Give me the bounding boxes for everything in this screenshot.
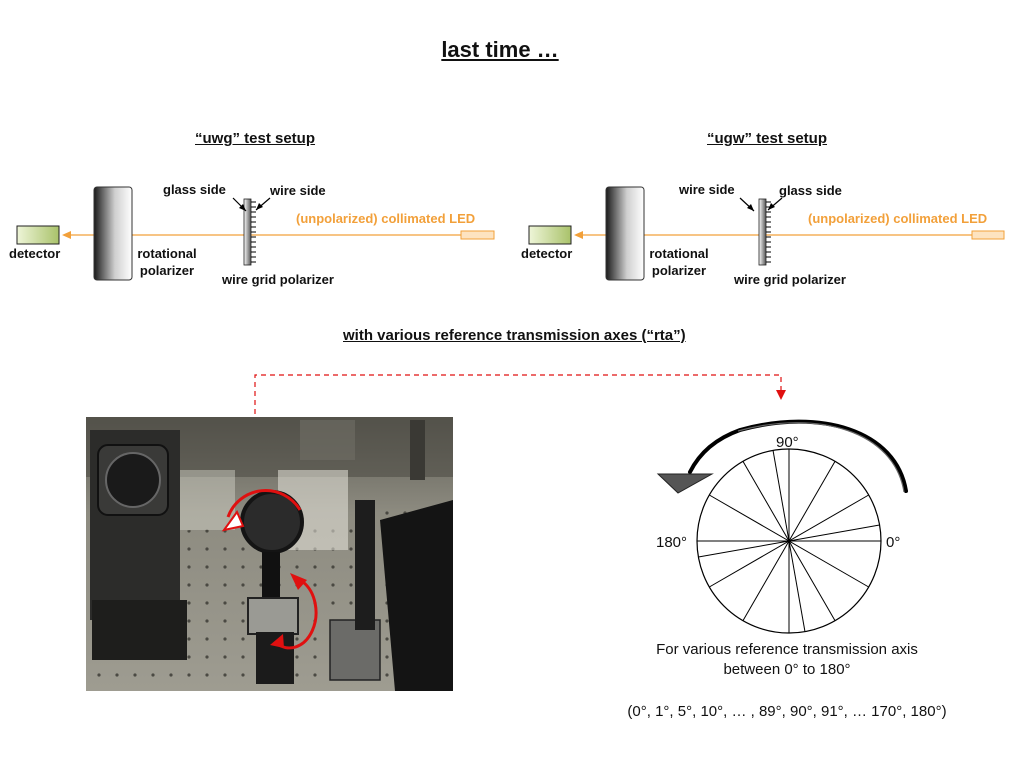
glass-side-label: glass side <box>163 182 226 197</box>
rotational-line1: rotational <box>649 246 709 261</box>
detector-label: detector <box>9 246 61 261</box>
wire-grid-glass <box>758 198 767 266</box>
glass-side-label: glass side <box>779 183 842 198</box>
lab-photo <box>86 417 453 691</box>
detector-box <box>16 225 60 245</box>
rta-caption: For various reference transmission axis … <box>587 640 987 680</box>
wire-side-label: wire side <box>270 183 326 198</box>
dashed-connector <box>254 374 782 495</box>
caption-line2: between 0° to 180° <box>723 661 851 678</box>
led-label: (unpolarized) collimated LED <box>808 211 988 226</box>
led-source <box>460 230 495 240</box>
wire-grid-teeth <box>766 201 771 263</box>
wire-grid-teeth <box>251 201 256 263</box>
rotational-polarizer-label: rotational polarizer <box>642 245 716 279</box>
rotation-arrow-upper <box>226 489 302 518</box>
uwg-setup-graphic <box>16 186 495 281</box>
dial-arrowhead <box>656 473 714 494</box>
caption-line1: For various reference transmission axis <box>656 641 918 658</box>
wire-side-label: wire side <box>679 182 735 197</box>
led-source <box>971 230 1005 240</box>
rotation-arrow-lower <box>275 580 318 650</box>
ugw-setup-graphic <box>528 186 1005 281</box>
beam-arrowhead <box>574 231 583 239</box>
dial-spokes <box>697 449 881 633</box>
rotational-polarizer-label: rotational polarizer <box>130 245 204 279</box>
dial-label-0: 0° <box>886 534 901 551</box>
detector-box <box>528 225 572 245</box>
rotational-line2: polarizer <box>651 263 707 278</box>
led-label: (unpolarized) collimated LED <box>296 211 476 226</box>
rotational-polarizer <box>93 186 133 281</box>
wire-grid-label: wire grid polarizer <box>734 272 846 287</box>
rta-dial <box>656 419 908 634</box>
dial-spoke-150 <box>709 494 869 588</box>
dial-label-180: 180° <box>656 534 688 551</box>
rta-subheading: with various reference transmission axes… <box>343 327 686 344</box>
wire-grid-label: wire grid polarizer <box>222 272 334 287</box>
dial-label-90: 90° <box>776 434 799 451</box>
rotational-line2: polarizer <box>139 263 195 278</box>
page-title: last time … <box>441 37 559 62</box>
uwg-heading: “uwg” test setup <box>195 130 316 147</box>
angle-list: (0°, 1°, 5°, 10°, … , 89°, 90°, 91°, … 1… <box>627 703 947 720</box>
rotational-line1: rotational <box>137 246 197 261</box>
connector-arrowhead <box>776 390 786 400</box>
rotational-polarizer <box>605 186 645 281</box>
ugw-heading: “ugw” test setup <box>707 130 828 147</box>
detector-label: detector <box>521 246 573 261</box>
dial-rotation-arrow <box>688 419 908 493</box>
beam-arrowhead <box>62 231 71 239</box>
